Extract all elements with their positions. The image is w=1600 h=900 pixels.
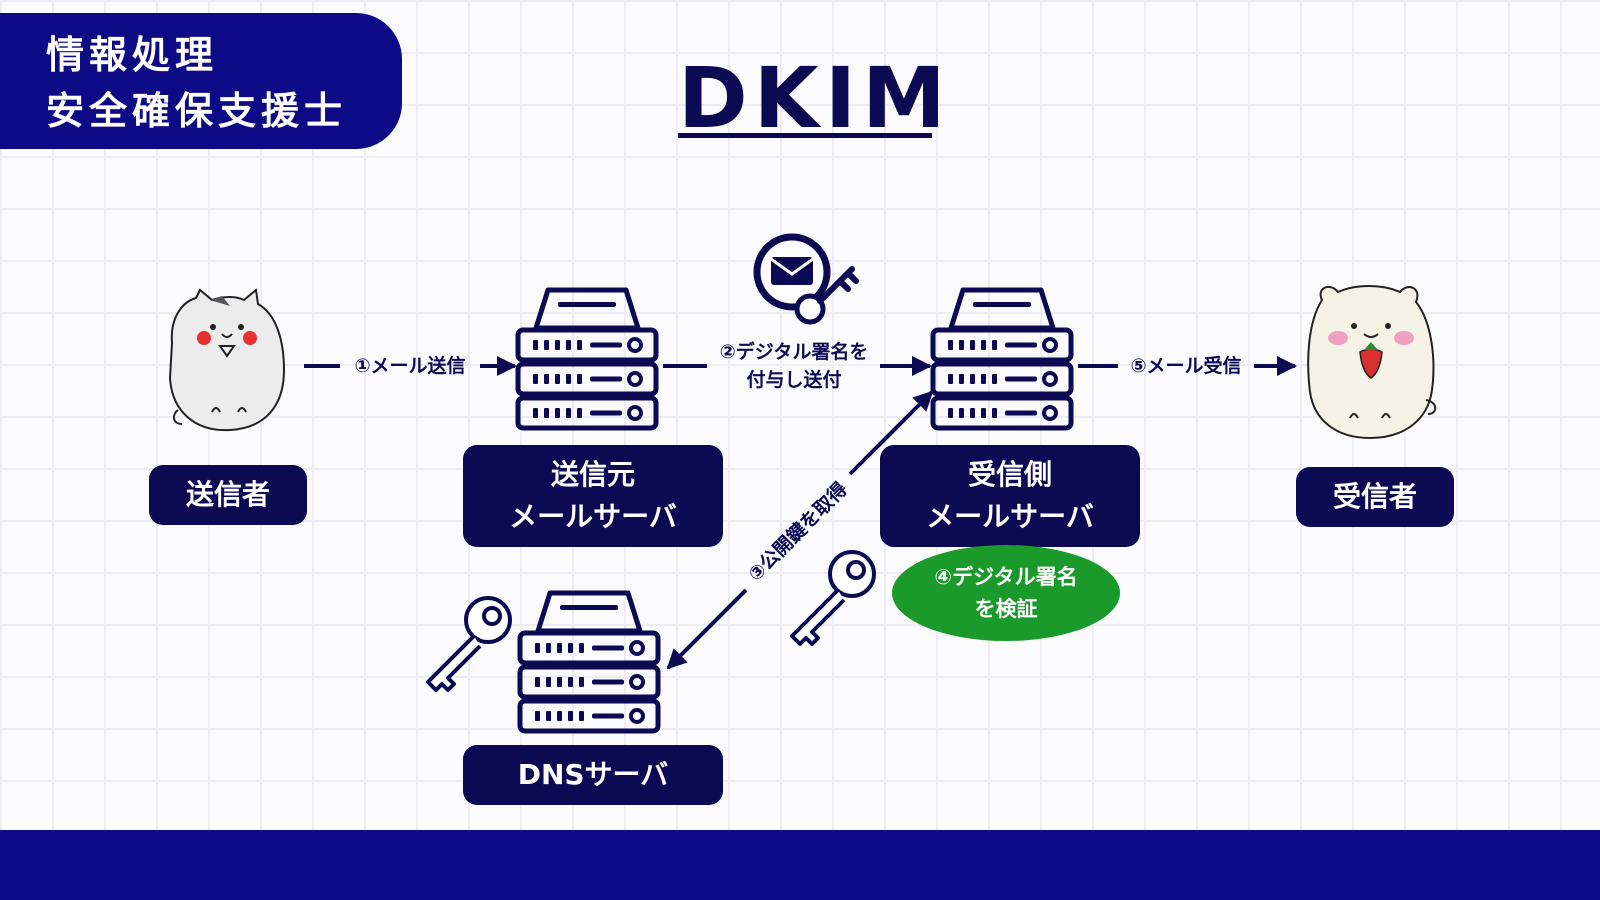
step4-label-line1: ④デジタル署名	[934, 565, 1078, 589]
category-badge-line2: 安全確保支援士	[46, 89, 348, 133]
page-title: DKIM	[678, 49, 952, 147]
step5-label: ⑤メール受信	[1130, 355, 1242, 377]
step1-label: ①メール送信	[354, 355, 466, 377]
sending-mail-server-line1: 送信元	[550, 458, 635, 491]
receiving-mail-server-line2: メールサーバ	[926, 500, 1094, 533]
receiving-mail-server-line1: 受信側	[967, 458, 1052, 491]
cat-character-icon	[168, 288, 286, 432]
hamster-character-icon	[1307, 285, 1437, 440]
key-icon	[790, 550, 876, 646]
server-icon	[520, 593, 658, 731]
sending-mail-server-line2: メールサーバ	[509, 500, 677, 533]
step4-label-line2: を検証	[974, 597, 1038, 621]
sender-label: 送信者	[149, 465, 307, 525]
step4-verify-badge: ④デジタル署名 を検証	[892, 545, 1120, 641]
dns-server-label: DNSサーバ	[463, 745, 723, 805]
category-badge-line1: 情報処理	[46, 33, 219, 77]
key-icon	[426, 596, 512, 692]
server-icon	[933, 290, 1071, 428]
step2-label: ②デジタル署名を 付与し送付	[708, 338, 880, 394]
envelope-key-icon	[753, 233, 859, 325]
category-badge: 情報処理 安全確保支援士	[0, 13, 402, 149]
sender-label-text: 送信者	[185, 478, 270, 511]
server-icon	[518, 290, 656, 428]
step2-label-line1: ②デジタル署名を	[719, 341, 869, 363]
flow-arrows	[304, 356, 1297, 670]
recipient-label: 受信者	[1296, 467, 1454, 527]
dns-server-label-text: DNSサーバ	[517, 758, 669, 791]
footer-bar	[0, 830, 1600, 900]
step2-label-line2: 付与し送付	[746, 369, 842, 391]
receiving-mail-server-label: 受信側 メールサーバ	[880, 445, 1140, 547]
title-underline	[678, 133, 932, 138]
sending-mail-server-label: 送信元 メールサーバ	[463, 445, 723, 547]
recipient-label-text: 受信者	[1332, 480, 1417, 513]
